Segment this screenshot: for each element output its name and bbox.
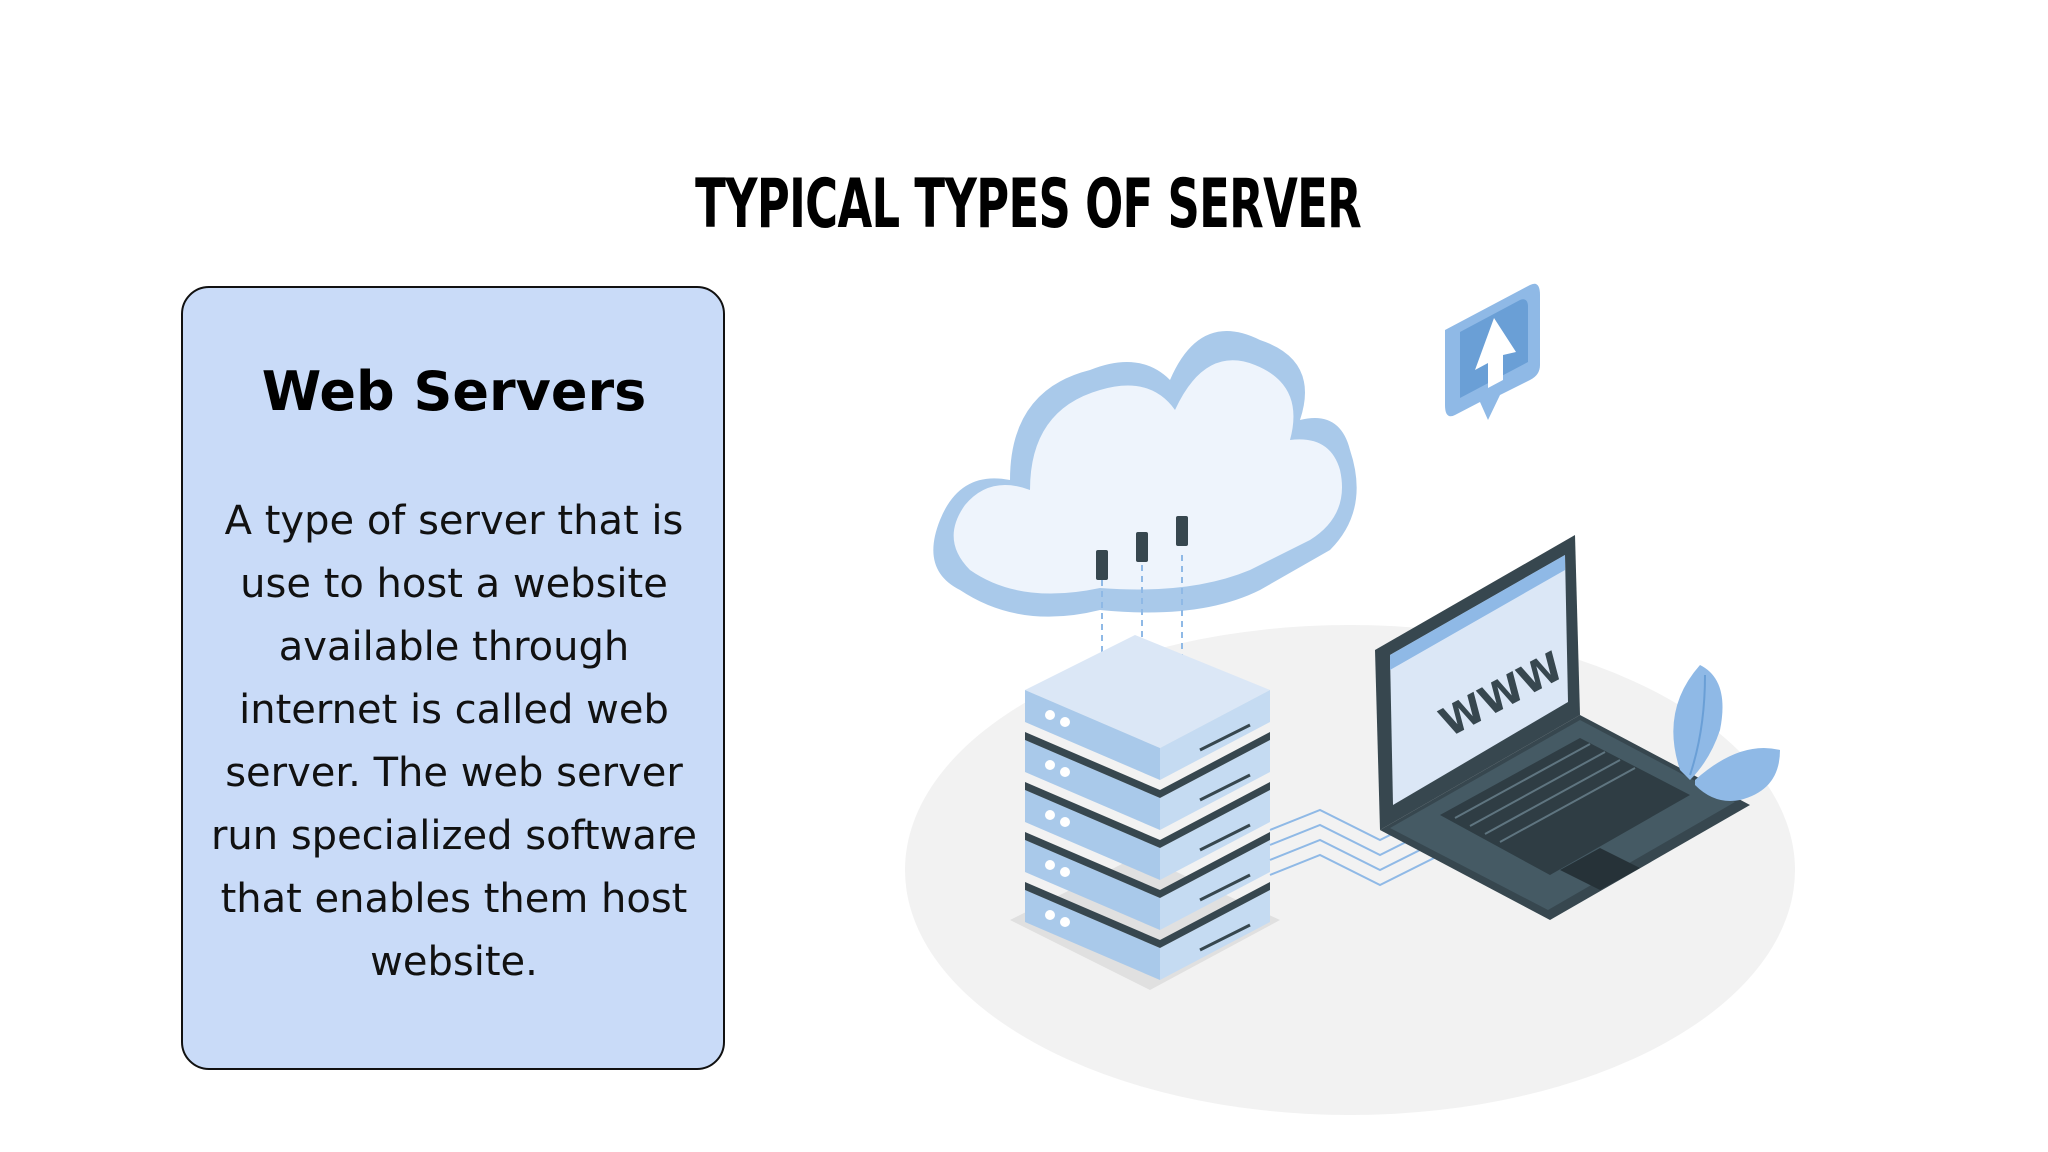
cable-plugs: [1096, 516, 1188, 580]
laptop-icon: WWW: [1375, 535, 1750, 920]
server-lights: [1045, 710, 1070, 927]
server-unit: [1025, 782, 1270, 880]
plant-leaf-icon: [1673, 665, 1780, 801]
server-unit: [1025, 732, 1270, 830]
cloud-icon: [933, 331, 1357, 617]
card-body-text: A type of server that is use to host a w…: [210, 498, 698, 985]
keyboard-keys: [1454, 743, 1636, 843]
server-unit: [1025, 832, 1270, 930]
server-vents: [1199, 723, 1251, 952]
upload-arrow-icon: [1445, 283, 1540, 420]
slide-title: TYPICAL TYPES OF SERVER: [695, 165, 1362, 244]
server-unit: [1025, 882, 1270, 980]
web-server-illustration: WWW: [905, 283, 1795, 1115]
server-rack-icon: [1010, 635, 1280, 990]
card-heading: Web Servers: [261, 360, 647, 423]
server-unit: [1025, 635, 1270, 780]
info-card: [181, 286, 725, 1070]
